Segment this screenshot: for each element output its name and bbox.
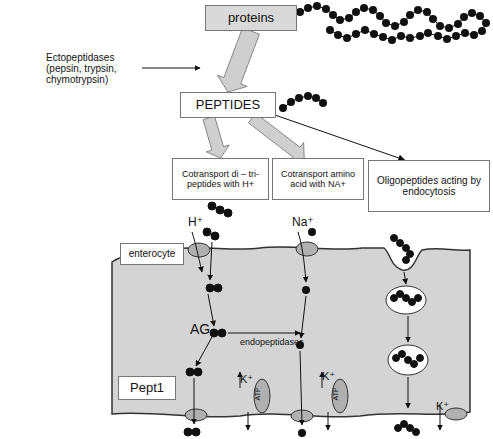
peptide-chain: [279, 92, 327, 112]
pept1-transporter: [185, 409, 207, 421]
ion-label: K⁺: [322, 370, 335, 382]
block-arrow: [217, 28, 259, 92]
transporter-label-box: Pept1: [118, 376, 176, 400]
atp-pump: [254, 379, 270, 413]
process-box: Cotransport amino acid with NA+: [272, 158, 364, 200]
molecule-label: AG: [190, 322, 210, 337]
protein-chain: [296, 2, 490, 44]
node-text: enterocyte: [129, 248, 176, 260]
node-text: Oligopeptides acting by endocytosis: [373, 175, 485, 198]
atp-pump: [332, 379, 348, 413]
process-box: PEPTIDES: [180, 92, 276, 118]
enzyme-note: Ectopeptidases (pepsin, trypsin, chymotr…: [46, 52, 146, 85]
endocytic-vesicles: [386, 235, 428, 436]
block-arrow: [203, 116, 229, 158]
enterocyte-cell: [112, 247, 470, 417]
process-box: proteins: [205, 5, 297, 31]
enzyme-label: endopeptidases: [240, 338, 304, 348]
dipeptide-molecules: [184, 202, 232, 436]
node-text: Cotransport amino acid with NA+: [277, 169, 359, 190]
leader-arrow: [142, 68, 200, 69]
ion-label: Na⁺: [292, 216, 314, 229]
ion-label: K⁺: [436, 400, 449, 412]
node-text: proteins: [228, 11, 274, 26]
connector-arrow: [276, 115, 405, 160]
na-transporter: [296, 242, 318, 256]
atp-label: ATP: [332, 387, 340, 400]
h-transporter: [188, 243, 210, 257]
atp-label: ATP: [254, 387, 262, 400]
cell-label-box: enterocyte: [120, 243, 184, 265]
process-box: Cotransport di – tri- peptides with H+: [172, 158, 269, 200]
transport-arrows: [192, 232, 440, 430]
node-text: PEPTIDES: [196, 98, 260, 113]
ion-label: H⁺: [188, 216, 203, 229]
node-text: Pept1: [130, 381, 164, 396]
block-arrow: [248, 113, 304, 161]
process-box: Oligopeptides acting by endocytosis: [368, 160, 490, 212]
node-text: Cotransport di – tri- peptides with H+: [177, 169, 264, 190]
ion-label: K⁺: [240, 373, 253, 385]
